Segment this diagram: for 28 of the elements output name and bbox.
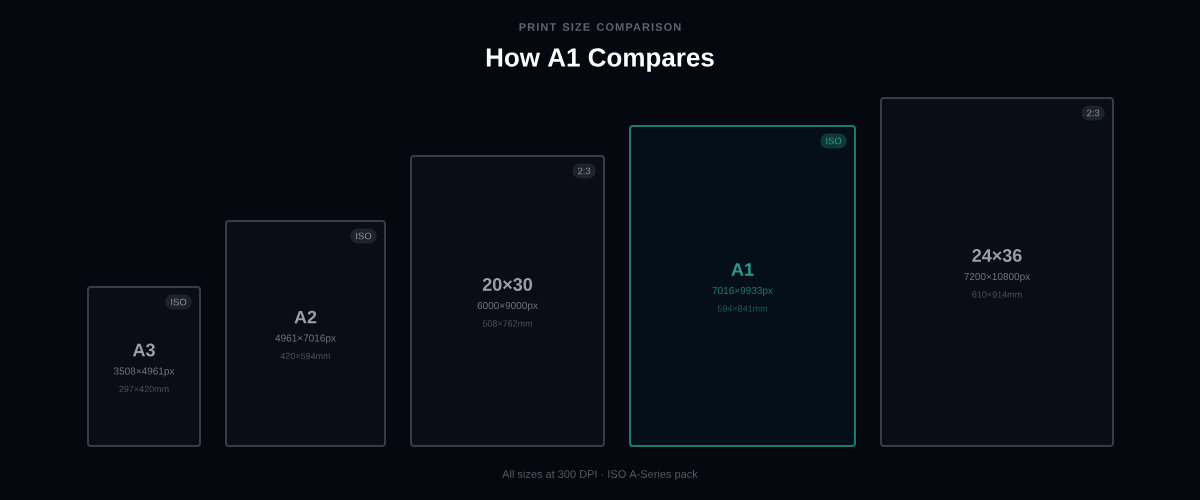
pixel-dimensions: 4961×7016px (275, 334, 336, 344)
eyebrow-text: PRINT SIZE COMPARISON (519, 23, 681, 31)
tag-pill: ISO (165, 294, 192, 310)
size-name: A2 (294, 310, 317, 324)
footnote: All sizes at 300 DPI · ISO A-Series pack (502, 469, 698, 481)
pixel-dimensions: 7016×9933px (712, 286, 773, 297)
size-name: 24×36 (972, 249, 1022, 262)
tag-pill: ISO (350, 228, 377, 244)
metric-dimensions: 297×420mm (119, 385, 169, 393)
size-card (629, 125, 856, 447)
tag-pill: ISO (820, 133, 847, 149)
metric-dimensions: 420×594mm (280, 352, 331, 360)
pixel-dimensions: 3508×4961px (113, 367, 175, 377)
metric-dimensions: 594×841mm (717, 305, 768, 312)
pixel-dimensions: 7200×10800px (964, 272, 1031, 283)
size-card (880, 97, 1114, 447)
size-card (410, 155, 605, 447)
tag-pill: 2:3 (1081, 105, 1105, 121)
size-name: 20×30 (482, 278, 533, 291)
pixel-dimensions: 6000×9000px (477, 301, 538, 312)
metric-dimensions: 508×762mm (482, 320, 533, 327)
size-name: A1 (731, 263, 754, 276)
heading: How A1 Compares (486, 48, 714, 72)
size-card (225, 220, 386, 447)
size-card (87, 286, 201, 447)
metric-dimensions: 610×914mm (972, 291, 1022, 298)
tag-pill: 2:3 (572, 163, 596, 179)
size-name: A3 (132, 343, 155, 357)
